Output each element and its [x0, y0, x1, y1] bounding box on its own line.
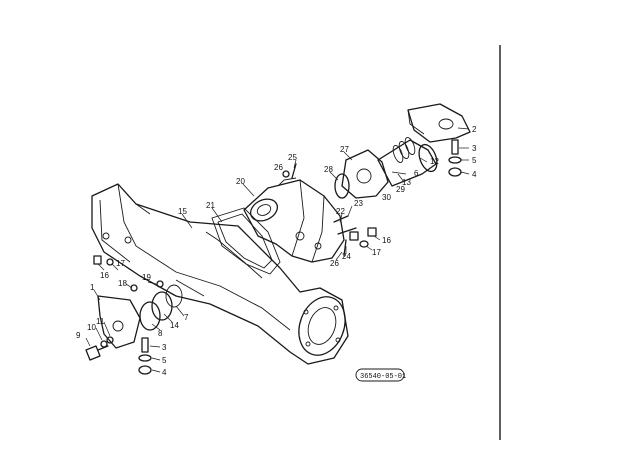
- callout-16-right: 16: [382, 236, 391, 245]
- pivot-bracket: [341, 149, 389, 199]
- callout-8: 8: [158, 329, 163, 338]
- callout-26-lower: 26: [330, 259, 339, 268]
- callout-21: 21: [206, 201, 215, 210]
- upper-support: [407, 103, 471, 143]
- axle-housing: [91, 183, 349, 365]
- callout-4-lower: 4: [162, 368, 167, 377]
- callout-20: 20: [236, 177, 245, 186]
- callout-24: 24: [342, 252, 351, 261]
- plug-left: [93, 255, 114, 266]
- callout-10: 10: [87, 323, 96, 332]
- callout-5-lower: 5: [162, 356, 167, 365]
- callout-15: 15: [178, 207, 187, 216]
- o-ring: [334, 173, 350, 199]
- callout-9: 9: [76, 331, 81, 340]
- callout-5-upper: 5: [472, 156, 477, 165]
- callout-7: 7: [184, 313, 189, 322]
- callout-17-left: 17: [116, 259, 125, 268]
- grease-fitting: [130, 280, 164, 292]
- callout-17-right: 17: [372, 248, 381, 257]
- callout-1: 1: [90, 283, 95, 292]
- callout-2: 2: [472, 125, 477, 134]
- callout-22: 22: [336, 207, 345, 216]
- bolt-washer-nut-lower: [138, 337, 152, 375]
- callout-30: 30: [382, 193, 391, 202]
- center-housing: [243, 177, 345, 263]
- fastener-set-right: [333, 215, 377, 257]
- gasket: [211, 207, 281, 275]
- callout-4-upper: 4: [472, 170, 477, 179]
- callout-28: 28: [324, 165, 333, 174]
- drawing-ref: 36540-05-01: [360, 373, 406, 381]
- callout-14: 14: [170, 321, 179, 330]
- callout-29: 29: [396, 185, 405, 194]
- pivot-shaft: [377, 136, 438, 187]
- callout-18: 18: [118, 279, 127, 288]
- callout-13: 13: [402, 178, 411, 187]
- callout-16-left: 16: [100, 271, 109, 280]
- callout-23: 23: [354, 199, 363, 208]
- bushing: [139, 284, 183, 331]
- callout-11: 11: [96, 317, 105, 326]
- bolt-lower-left: [85, 336, 114, 361]
- front-bracket: [97, 295, 141, 349]
- callout-3-upper: 3: [472, 144, 477, 153]
- drawing-ref-badge: 36540-05-01: [355, 368, 406, 382]
- bolt-washer-nut-upper: [448, 139, 462, 177]
- bolt-top: [282, 163, 297, 179]
- callout-3-lower: 3: [162, 343, 167, 352]
- callout-26-top: 26: [274, 163, 283, 172]
- leader-lines: [85, 127, 470, 373]
- callout-27: 27: [340, 145, 349, 154]
- callout-19: 19: [142, 273, 151, 282]
- callout-12: 12: [430, 157, 439, 166]
- callout-25: 25: [288, 153, 297, 162]
- callout-6: 6: [414, 169, 419, 178]
